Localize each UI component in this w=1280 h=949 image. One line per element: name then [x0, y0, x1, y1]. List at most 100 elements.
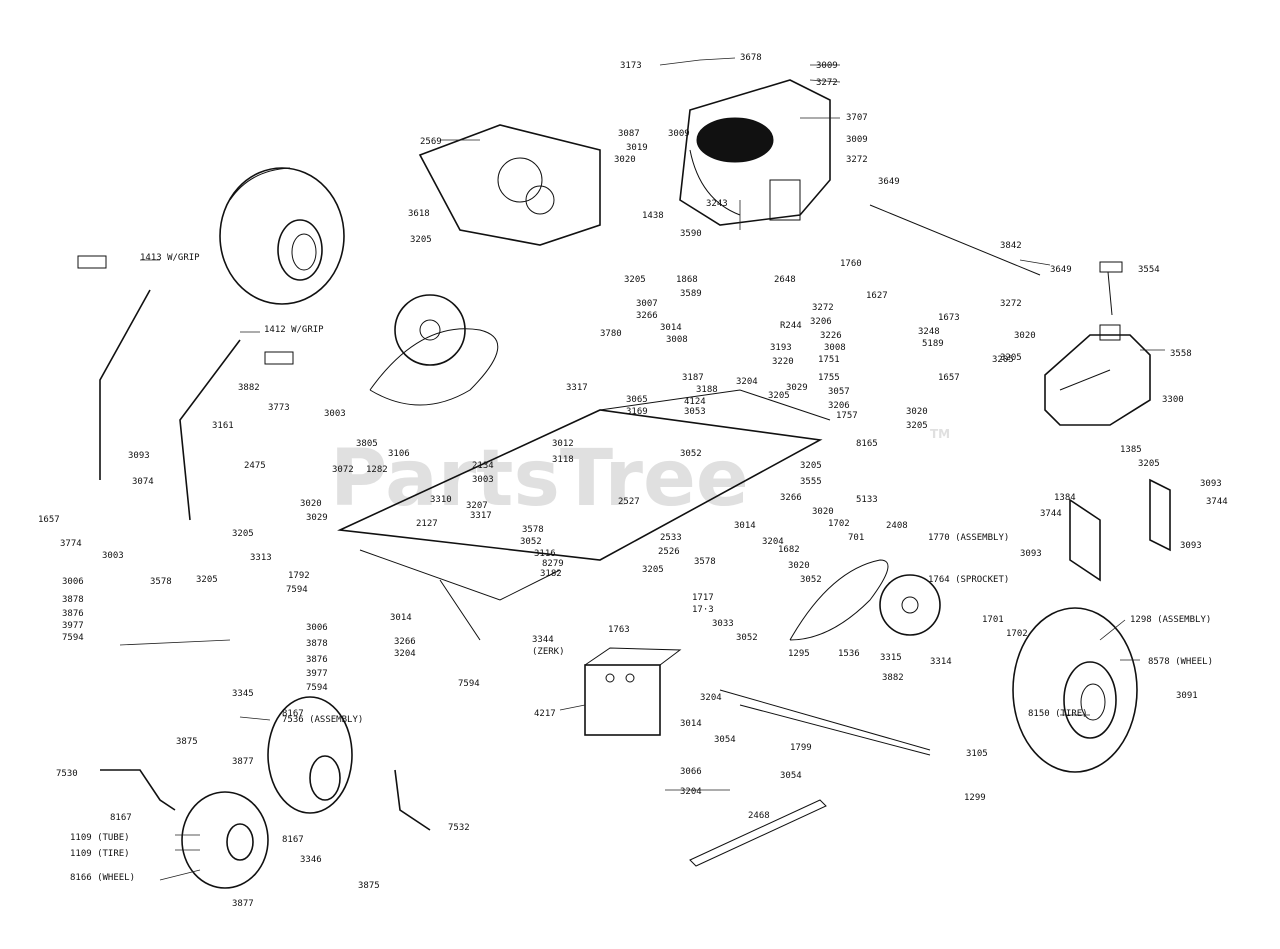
- part-label-8279: 8279: [542, 559, 564, 569]
- part-label-3009c: 3009: [668, 129, 690, 139]
- part-label-3006a: 3006: [62, 577, 84, 587]
- fuel-tank: [1044, 324, 1151, 426]
- part-label-3052c: 3052: [800, 575, 822, 585]
- part-label-8578: 8578 (WHEEL): [1148, 657, 1213, 667]
- drive-chain-left: [369, 328, 499, 406]
- part-label-1412: 1412 W/GRIP: [264, 325, 324, 335]
- part-label-3019: 3019: [626, 143, 648, 153]
- part-label-3072: 3072: [332, 465, 354, 475]
- rod-1799: [719, 689, 931, 756]
- lever-1412: [179, 339, 294, 521]
- part-label-3205d: 3205: [992, 355, 1014, 365]
- part-label-3206b: 3206: [828, 401, 850, 411]
- part-label-3173: 3173: [620, 61, 642, 71]
- part-label-3207: 3207: [466, 501, 488, 511]
- part-label-7594b: 7594: [62, 633, 84, 643]
- part-label-3317: 3317: [566, 383, 588, 393]
- part-label-3272d: 3272: [1000, 299, 1022, 309]
- part-label-1755: 1755: [818, 373, 840, 383]
- part-label-3029b: 3029: [306, 513, 328, 523]
- part-label-5189: 5189: [922, 339, 944, 349]
- part-label-2134: 2134: [472, 461, 494, 471]
- part-label-7530: 7530: [56, 769, 78, 779]
- part-label-1792: 1792: [288, 571, 310, 581]
- part-label-3315: 3315: [880, 653, 902, 663]
- part-label-3014a: 3014: [660, 323, 682, 333]
- part-label-2526: 2526: [658, 547, 680, 557]
- part-label-1868: 1868: [676, 275, 698, 285]
- part-label-3093c: 3093: [1020, 549, 1042, 559]
- part-label-1109b: 1109 (TIRE): [70, 849, 130, 859]
- part-label-3226: 3226: [820, 331, 842, 341]
- battery: [584, 647, 682, 736]
- part-label-3773: 3773: [268, 403, 290, 413]
- part-label-3310: 3310: [430, 495, 452, 505]
- part-label-3193: 3193: [770, 343, 792, 353]
- part-label-3053a: 3053: [684, 407, 706, 417]
- part-label-2468: 2468: [748, 811, 770, 821]
- part-label-1757: 1757: [836, 411, 858, 421]
- lever-1413: [77, 255, 151, 480]
- part-label-3204d: 3204: [700, 693, 722, 703]
- part-label-1109a: 1109 (TUBE): [70, 833, 130, 843]
- part-label-R244: R244: [780, 321, 802, 331]
- part-label-3204e: 3204: [680, 787, 702, 797]
- watermark-tm: TM: [930, 427, 950, 441]
- part-label-3020d: 3020: [300, 499, 322, 509]
- drive-chain-right: [789, 559, 889, 641]
- part-label-3057: 3057: [828, 387, 850, 397]
- part-label-3020b: 3020: [1014, 331, 1036, 341]
- part-label-1760: 1760: [840, 259, 862, 269]
- part-label-3243: 3243: [706, 199, 728, 209]
- part-label-3875a: 3875: [176, 737, 198, 747]
- part-label-3344: 3344: [532, 635, 554, 645]
- part-label-3205b: 3205: [624, 275, 646, 285]
- part-label-701: 701: [848, 533, 864, 543]
- right-rear-tire: [1012, 607, 1138, 773]
- part-label-3314: 3314: [930, 657, 952, 667]
- part-label-3012: 3012: [552, 439, 574, 449]
- part-label-3220: 3220: [772, 357, 794, 367]
- part-label-3054b: 3054: [780, 771, 802, 781]
- part-label-3087: 3087: [618, 129, 640, 139]
- part-label-1764: 1764 (SPROCKET): [928, 575, 1009, 585]
- bracket-1384: [1069, 498, 1101, 582]
- part-label-3014c: 3014: [390, 613, 412, 623]
- part-label-7532: 7532: [448, 823, 470, 833]
- part-label-1682: 1682: [778, 545, 800, 555]
- drive-belt: [689, 799, 827, 867]
- left-rear-tire: [219, 167, 345, 305]
- part-label-3006b: 3006: [306, 623, 328, 633]
- part-label-3678: 3678: [740, 53, 762, 63]
- part-label-1298: 1298 (ASSEMBLY): [1130, 615, 1211, 625]
- part-label-3877b: 3877: [232, 899, 254, 909]
- front-wheel-bottom: [181, 791, 269, 889]
- part-label-8167b: 8167: [110, 813, 132, 823]
- part-label-2527: 2527: [618, 497, 640, 507]
- part-label-3003b: 3003: [472, 475, 494, 485]
- part-label-3649b: 3649: [1050, 265, 1072, 275]
- part-labels: 3173367830093272370730093272308730193020…: [38, 53, 1228, 909]
- part-label-3555: 3555: [800, 477, 822, 487]
- part-label-3106: 3106: [388, 449, 410, 459]
- part-label-3878a: 3878: [62, 595, 84, 605]
- part-label-3161: 3161: [212, 421, 234, 431]
- main-frame: [337, 389, 831, 641]
- part-label-3590: 3590: [680, 229, 702, 239]
- part-label-3007: 3007: [636, 299, 658, 309]
- part-label-3744b: 3744: [1040, 509, 1062, 519]
- part-label-3093d: 3093: [1180, 541, 1202, 551]
- part-label-3093b: 3093: [1200, 479, 1222, 489]
- part-label-3266c: 3266: [394, 637, 416, 647]
- part-label-3205j: 3205: [196, 575, 218, 585]
- part-label-3345a: 3345: [232, 689, 254, 699]
- leader-lines: [119, 57, 1165, 881]
- part-label-1295: 1295: [788, 649, 810, 659]
- part-label-7536: 7536 (ASSEMBLY): [282, 715, 363, 725]
- part-label-3116: 3116: [534, 549, 556, 559]
- part-label-3188: 3188: [696, 385, 718, 395]
- part-label-3009a: 3009: [816, 61, 838, 71]
- part-label-3875b: 3875: [358, 881, 380, 891]
- part-label-3977a: 3977: [62, 621, 84, 631]
- front-spindle-7532: [394, 769, 431, 831]
